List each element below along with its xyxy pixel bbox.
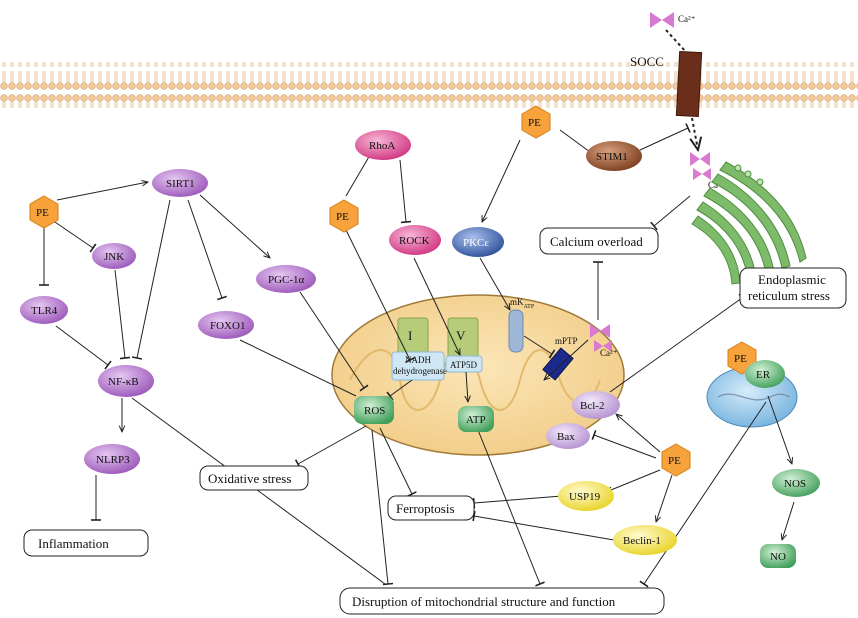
calcium-ion-icon bbox=[590, 324, 612, 352]
pkce-node: PKCε bbox=[452, 227, 504, 257]
svg-text:Disruption of mitochondrial s: Disruption of mitochondrial structure an… bbox=[352, 594, 616, 609]
er-node: ER bbox=[745, 360, 785, 388]
mkatp-channel bbox=[508, 309, 524, 353]
nlrp3-node: NLRP3 bbox=[84, 444, 140, 474]
mkatp-label: mKATP bbox=[510, 297, 535, 310]
svg-text:ROS: ROS bbox=[364, 405, 385, 417]
oxidative-stress-box: Oxidative stress bbox=[199, 465, 309, 491]
svg-text:Ferroptosis: Ferroptosis bbox=[396, 501, 455, 516]
connections bbox=[39, 123, 795, 588]
svg-text:ATP: ATP bbox=[466, 414, 486, 426]
pe-node-right: PE bbox=[661, 443, 691, 477]
rock-node: ROCK bbox=[389, 225, 441, 255]
sirt1-node: SIRT1 bbox=[152, 169, 208, 197]
pgc1a-node: PGC-1α bbox=[256, 265, 316, 293]
svg-text:PE: PE bbox=[668, 455, 681, 467]
svg-text:NLRP3: NLRP3 bbox=[96, 454, 130, 466]
complex-v-label: V bbox=[456, 328, 466, 343]
svg-text:Inflammation: Inflammation bbox=[38, 536, 109, 551]
svg-text:PKCε: PKCε bbox=[463, 237, 489, 249]
svg-text:Endoplasmic: Endoplasmic bbox=[758, 272, 826, 287]
svg-text:ROCK: ROCK bbox=[399, 235, 430, 247]
beclin1-node: Beclin-1 bbox=[613, 525, 677, 555]
svg-text:PE: PE bbox=[734, 353, 747, 365]
svg-text:TLR4: TLR4 bbox=[31, 305, 58, 317]
pe-node-rhoa: PE bbox=[329, 199, 359, 233]
calcium-influx-line bbox=[665, 29, 687, 53]
rhoa-node: RhoA bbox=[355, 130, 411, 160]
svg-text:Beclin-1: Beclin-1 bbox=[623, 535, 661, 547]
calcium-entry-arrow bbox=[692, 117, 698, 150]
ferroptosis-box: Ferroptosis bbox=[387, 495, 475, 521]
calcium-ion-icon bbox=[690, 152, 711, 180]
svg-text:Calcium overload: Calcium overload bbox=[550, 234, 643, 249]
pe-node-top: PE bbox=[521, 105, 551, 139]
jnk-node: JNK bbox=[92, 243, 136, 269]
svg-text:RhoA: RhoA bbox=[369, 140, 395, 152]
socc-label: SOCC bbox=[630, 54, 664, 69]
svg-text:PE: PE bbox=[528, 117, 541, 129]
svg-text:PE: PE bbox=[336, 211, 349, 223]
calcium-overload-box: Calcium overload bbox=[539, 227, 659, 255]
nos-node: NOS bbox=[772, 469, 820, 497]
atp-node: ATP bbox=[458, 406, 494, 432]
svg-text:Oxidative stress: Oxidative stress bbox=[208, 471, 291, 486]
svg-text:NO: NO bbox=[770, 551, 786, 563]
svg-text:reticulum stress: reticulum stress bbox=[748, 288, 830, 303]
nadh-label-1: NADH bbox=[405, 355, 431, 365]
socc-channel bbox=[675, 50, 703, 118]
svg-text:PGC-1α: PGC-1α bbox=[268, 274, 305, 286]
svg-text:Bax: Bax bbox=[557, 431, 575, 443]
dna-strand bbox=[717, 393, 791, 401]
nfkb-node: NF-κB bbox=[98, 365, 154, 397]
svg-text:NOS: NOS bbox=[784, 478, 806, 490]
usp19-node: USP19 bbox=[558, 481, 614, 511]
endoplasmic-reticulum-icon bbox=[691, 161, 807, 285]
calcium-label-top: Ca²⁺ bbox=[678, 14, 696, 24]
svg-text:JNK: JNK bbox=[104, 251, 124, 263]
mito-disruption-box: Disruption of mitochondrial structure an… bbox=[339, 587, 665, 615]
calcium-ion-icon bbox=[650, 12, 674, 28]
svg-text:STIM1: STIM1 bbox=[596, 151, 628, 163]
svg-text:NF-κB: NF-κB bbox=[108, 376, 139, 388]
svg-text:PE: PE bbox=[36, 207, 49, 219]
calcium-label-low: Ca²⁺ bbox=[600, 348, 618, 358]
pe-node-left: PE bbox=[29, 195, 59, 229]
complex-i-label: I bbox=[408, 328, 412, 343]
svg-text:SIRT1: SIRT1 bbox=[166, 178, 195, 190]
cell-membrane bbox=[0, 62, 858, 108]
bcl2-node: Bcl-2 bbox=[572, 391, 620, 419]
nadh-dehydrogenase-box bbox=[391, 351, 445, 381]
inflammation-box: Inflammation bbox=[23, 529, 149, 557]
foxo1-node: FOXO1 bbox=[198, 311, 254, 339]
mptp-label: mPTP bbox=[555, 336, 578, 346]
tlr4-node: TLR4 bbox=[20, 296, 68, 324]
ros-node: ROS bbox=[354, 396, 394, 424]
svg-text:Bcl-2: Bcl-2 bbox=[580, 400, 604, 412]
no-node: NO bbox=[760, 544, 796, 568]
svg-text:ER: ER bbox=[756, 369, 771, 381]
nadh-label-2: dehydrogenase bbox=[393, 366, 447, 376]
svg-text:FOXO1: FOXO1 bbox=[210, 320, 245, 332]
bax-node: Bax bbox=[546, 423, 590, 449]
atp5d-label: ATP5D bbox=[450, 360, 478, 370]
svg-text:USP19: USP19 bbox=[569, 491, 601, 503]
er-stress-box: Endoplasmic reticulum stress bbox=[739, 267, 847, 309]
stim1-node: STIM1 bbox=[586, 141, 642, 171]
atp5d-box bbox=[445, 355, 483, 373]
